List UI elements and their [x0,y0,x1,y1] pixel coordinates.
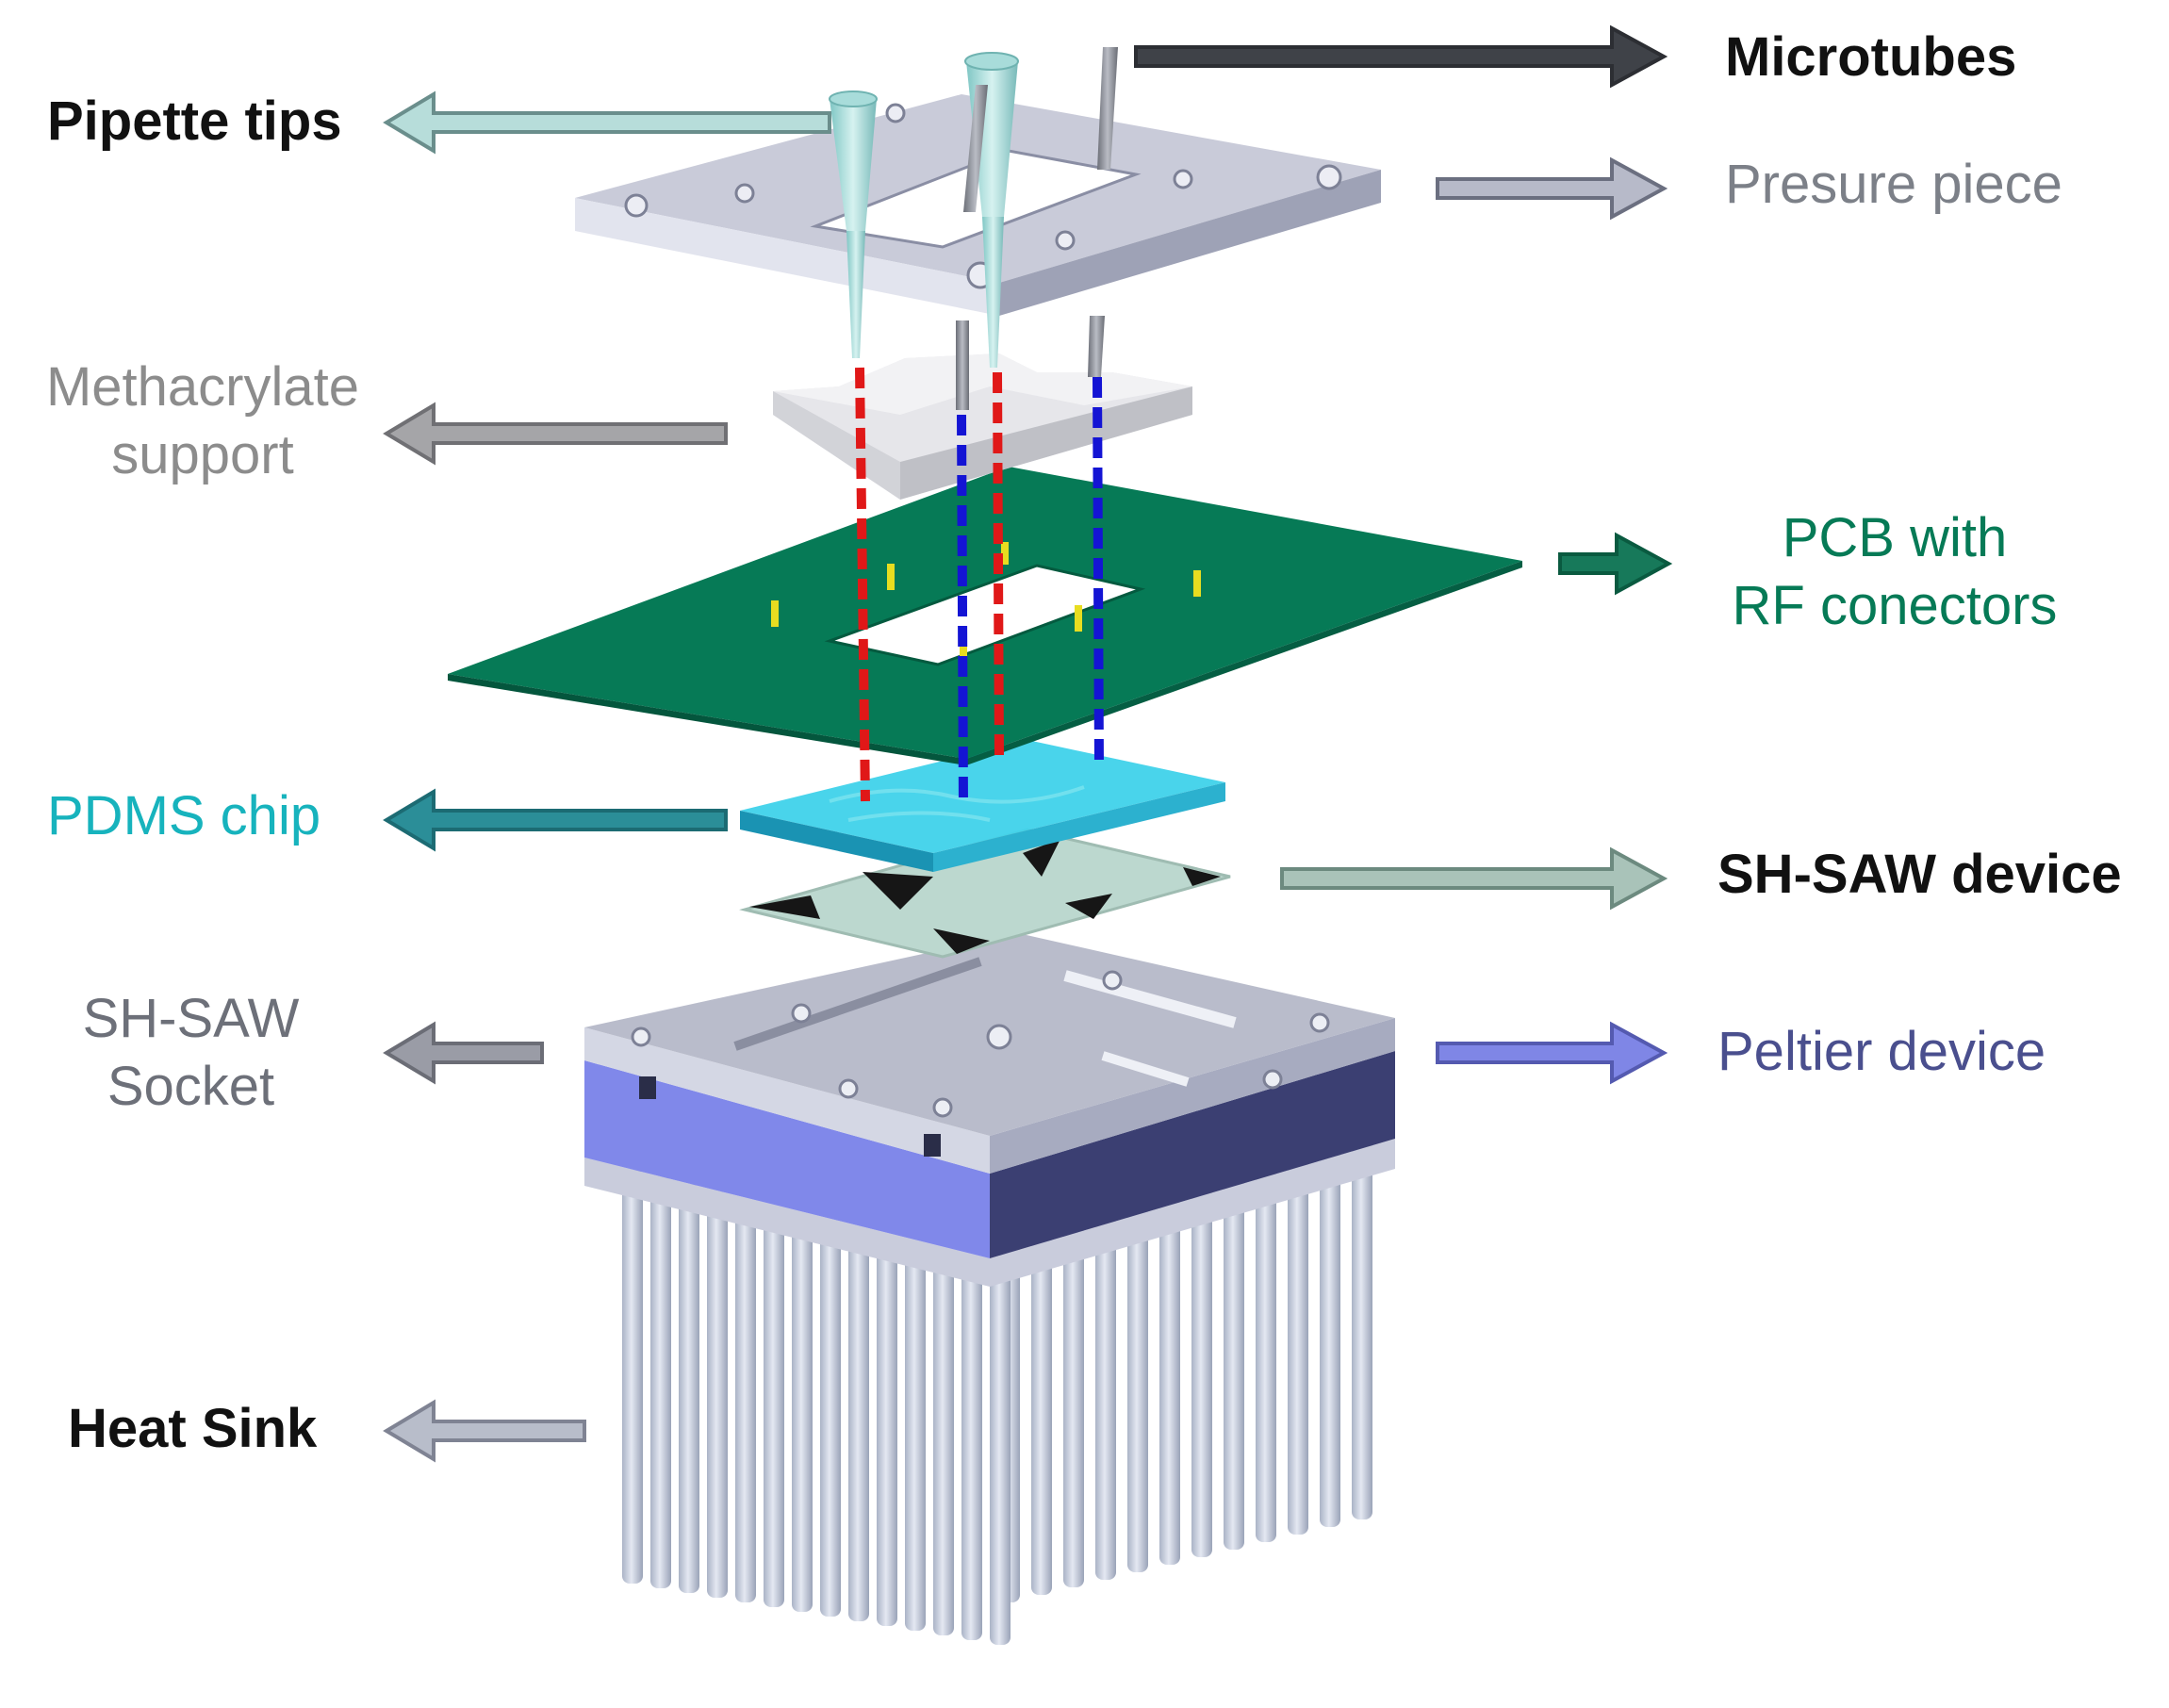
heat-sink-pin [707,1191,728,1598]
methacrylate-arrow-icon [383,402,728,466]
socket-arrow-icon [383,1021,544,1085]
heat-sink-pin [820,1222,841,1617]
heat-sink-pin [1159,1126,1180,1565]
heat-sink-pin [905,1244,926,1631]
label-pressure-piece-text: Presure piece [1725,154,2062,215]
microtubes [956,47,1118,410]
label-peltier-device-text: Peltier device [1717,1021,2046,1082]
label-microtubes: Microtubes [1725,24,2016,91]
label-peltier-device: Peltier device [1717,1018,2046,1086]
label-methacrylate-support: Methacrylate support [24,353,382,489]
blue-channel-line-2 [1093,376,1104,769]
label-heat-sink-text: Heat Sink [68,1398,318,1459]
pcb-arrow-icon [1558,532,1673,596]
blue-channel-line-1 [957,414,968,807]
arrows [383,25,1673,1463]
heat-sink-pin [1320,1079,1340,1527]
heat-sink-pin [764,1207,784,1607]
peltier-layer-front [584,1060,990,1258]
label-methacrylate-line1: Methacrylate [45,356,360,418]
peltier-arrow-icon [1436,1021,1668,1085]
label-pcb-line2: RF conectors [1732,575,2058,636]
peltier-layer-side [990,1051,1395,1258]
label-pipette-tips: Pipette tips [47,88,342,156]
label-pdms-chip-text: PDMS chip [47,785,321,846]
heat-sink-pin [933,1252,954,1635]
pcb-window [830,566,1141,665]
label-methacrylate-line2: support [111,424,294,485]
flow-lines [855,367,1104,807]
pdms-arrow-icon [383,788,728,852]
heat-sink-pin [735,1199,756,1602]
pipette-tips [829,52,1019,368]
shsaw-device-arrow-icon [1280,846,1668,911]
label-pcb-line1: PCB with [1782,507,2008,568]
label-shsaw-socket: SH-SAW Socket [28,985,353,1121]
label-pcb: PCB with RF conectors [1687,504,2102,640]
label-microtubes-text: Microtubes [1725,26,2017,88]
pressure-piece-arrow-icon [1436,156,1668,221]
heat-sink-arrow-icon [383,1399,586,1463]
heat-sink-pin [1288,1089,1308,1535]
label-pressure-piece: Presure piece [1725,151,2062,219]
heat-sink-pin [1352,1070,1372,1519]
heat-sink-pin [1191,1117,1212,1557]
microtubes-arrow-icon [1134,25,1668,89]
heat-sink-pin [1256,1098,1276,1542]
heat-sink-pin [848,1229,869,1621]
heat-sink-pin [679,1184,699,1593]
pdms-chip [740,740,1225,872]
heat-sink-pin [990,1267,1011,1645]
heat-sink-pin [877,1237,897,1626]
heat-sink [622,1070,1372,1645]
heat-sink-pin [650,1176,671,1588]
label-heat-sink: Heat Sink [68,1395,317,1463]
heat-sink-pin [622,1169,643,1584]
label-shsaw-device: SH-SAW device [1717,841,2122,909]
red-channel-line-1 [855,367,870,802]
shsaw-socket-block [584,933,1395,1287]
heat-sink-pin [1224,1108,1244,1550]
label-socket-line2: Socket [107,1056,275,1117]
pressure-piece [575,94,1381,316]
label-pdms-chip: PDMS chip [47,782,320,850]
label-shsaw-device-text: SH-SAW device [1717,844,2122,905]
label-pipette-tips-text: Pipette tips [47,90,342,152]
methacrylate-support [773,353,1192,500]
heat-sink-pin [792,1214,813,1612]
pcb-board [448,467,1522,765]
red-channel-line-2 [993,371,1004,760]
heat-sink-pin [961,1259,982,1640]
pipette-tips-arrow-icon [383,90,831,155]
label-socket-line1: SH-SAW [82,988,300,1049]
